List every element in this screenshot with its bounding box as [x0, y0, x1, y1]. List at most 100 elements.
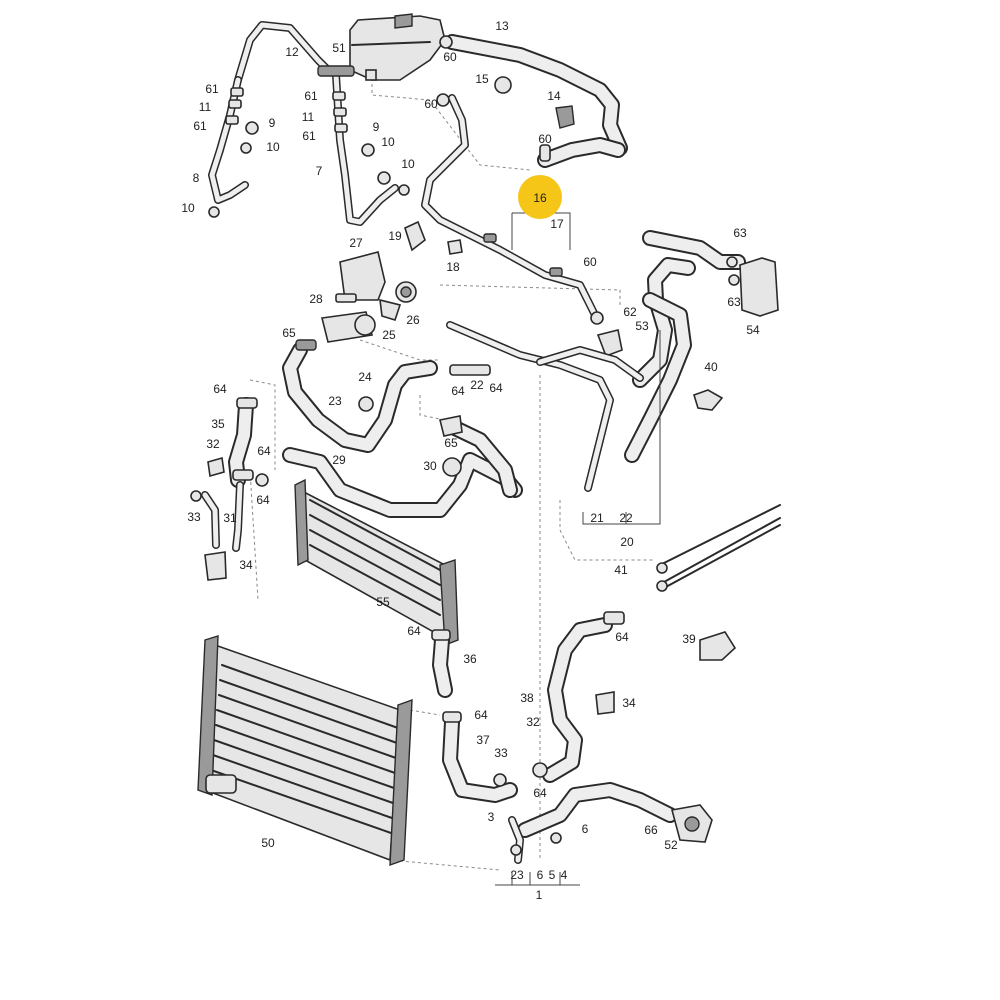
callout-label: 28 [309, 292, 323, 306]
callout-label: 17 [550, 217, 564, 231]
callout-label: 19 [388, 229, 402, 243]
callout-label: 4 [561, 868, 568, 882]
callout-label: 64 [489, 381, 503, 395]
callout-label: 63 [733, 226, 747, 240]
callout-label: 50 [261, 836, 275, 850]
callout-label: 36 [463, 652, 477, 666]
callout-label: 1 [536, 888, 543, 902]
callout-label: 64 [213, 382, 227, 396]
callout-label: 14 [547, 89, 561, 103]
callout-label: 31 [223, 511, 237, 525]
callout-label: 61 [193, 119, 207, 133]
callout-label: 25 [382, 328, 396, 342]
callout-label: 60 [424, 97, 438, 111]
callout-label: 52 [664, 838, 678, 852]
callout-label: 9 [373, 120, 380, 134]
callout-label: 22 [470, 378, 484, 392]
callout-label: 24 [358, 370, 372, 384]
callout-label: 64 [474, 708, 488, 722]
highlight-marker [518, 175, 562, 219]
hose-16-17 [421, 94, 623, 358]
callout-label: 60 [538, 132, 552, 146]
callout-label: 30 [423, 459, 437, 473]
bracket-27 [335, 220, 463, 321]
hose-13 [444, 34, 628, 168]
callout-label: 26 [406, 313, 420, 327]
callout-label: 64 [256, 493, 270, 507]
callout-label: 66 [644, 823, 658, 837]
valve-25-and-hose-23 [282, 311, 491, 453]
callout-label: 16 [533, 191, 547, 205]
pump-hose [493, 762, 713, 864]
callout-label: 11 [302, 110, 315, 124]
callout-label: 10 [181, 201, 195, 215]
callout-label: 64 [407, 624, 421, 638]
callout-label: 64 [257, 444, 271, 458]
callout-label: 10 [381, 135, 395, 149]
callout-label: 21 [590, 511, 604, 525]
callout-label: 34 [239, 558, 253, 572]
callout-label: 64 [533, 786, 547, 800]
hose-38 [542, 611, 625, 783]
callout-label: 51 [332, 41, 346, 55]
callout-label: 11 [199, 100, 212, 114]
callout-label: 15 [475, 72, 489, 86]
callout-label: 64 [615, 630, 629, 644]
callout-label: 64 [451, 384, 465, 398]
callout-label: 23 [510, 868, 524, 882]
callout-label: 63 [727, 295, 741, 309]
callout-label: 62 [623, 305, 637, 319]
callout-label: 53 [635, 319, 649, 333]
bracket-39 [693, 389, 737, 661]
callout-label: 61 [304, 89, 318, 103]
callout-label: 33 [494, 746, 508, 760]
callout-label: 9 [269, 116, 276, 130]
callout-label: 60 [443, 50, 457, 64]
callout-label: 39 [682, 632, 696, 646]
callout-label: 33 [187, 510, 201, 524]
callout-label: 29 [332, 453, 346, 467]
hose-bundle-20 [446, 230, 779, 492]
callout-label: 41 [614, 563, 628, 577]
clip-fittings [208, 35, 575, 218]
callout-label: 60 [583, 255, 597, 269]
callout-label: 35 [211, 417, 225, 431]
oil-cooler-55 [294, 478, 459, 646]
expansion-tank [349, 13, 446, 81]
callout-label: 6 [582, 822, 589, 836]
callout-label: 27 [349, 236, 363, 250]
callout-label: 38 [520, 691, 534, 705]
callout-label: 65 [282, 326, 296, 340]
callout-label: 55 [376, 595, 390, 609]
callout-label: 61 [302, 129, 316, 143]
callout-label: 7 [316, 164, 323, 178]
hose-29 [282, 415, 523, 518]
callout-label: 40 [704, 360, 718, 374]
hose-37 [442, 711, 518, 803]
callout-label: 12 [285, 45, 299, 59]
callout-label: 10 [401, 157, 415, 171]
callout-label: 10 [266, 140, 280, 154]
callout-label: 22 [619, 511, 633, 525]
callout-label: 54 [746, 323, 760, 337]
hoses-35-31 [190, 397, 269, 581]
callout-label: 32 [526, 715, 540, 729]
callout-label: 8 [193, 171, 200, 185]
callout-label: 18 [446, 260, 460, 274]
callout-label: 32 [206, 437, 220, 451]
callout-label: 23 [328, 394, 342, 408]
callout-label: 5 [549, 868, 556, 882]
callout-label: 13 [495, 19, 509, 33]
callout-label: 61 [205, 82, 219, 96]
radiator-50 [197, 635, 413, 867]
callout-label: 34 [622, 696, 636, 710]
hose-36 [431, 629, 453, 698]
callout-label: 37 [476, 733, 490, 747]
callout-label: 3 [488, 810, 495, 824]
callout-label: 6 [537, 868, 544, 882]
lines-41 [656, 504, 781, 592]
callout-label: 65 [444, 436, 458, 450]
vent-lines [208, 21, 399, 226]
callout-label: 20 [620, 535, 634, 549]
